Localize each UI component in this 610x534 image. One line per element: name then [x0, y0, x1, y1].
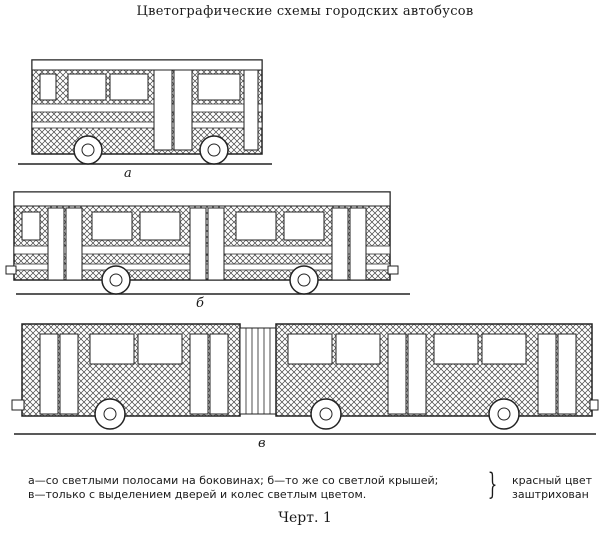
bus-b [5, 191, 410, 295]
bus-a [18, 59, 272, 165]
color-note-line-2: заштрихован [512, 488, 589, 501]
caption-line-1: а—со светлыми полосами на боковинах; б—т… [28, 474, 439, 487]
bus-c [11, 323, 599, 435]
color-note: красный цвет заштрихован [512, 474, 592, 502]
color-note-line-1: красный цвет [512, 474, 593, 487]
caption: а—со светлыми полосами на боковинах; б—т… [28, 474, 438, 502]
figure-c-label: в [258, 436, 266, 451]
figure-a-label: а [124, 166, 132, 181]
figure-b-label: б [196, 296, 204, 311]
figure-number: Черт. 1 [278, 510, 332, 526]
page-title: Цветографические схемы городских автобус… [136, 4, 474, 19]
caption-brace: } [487, 467, 498, 502]
caption-line-2: в—только с выделением дверей и колес све… [28, 488, 367, 501]
